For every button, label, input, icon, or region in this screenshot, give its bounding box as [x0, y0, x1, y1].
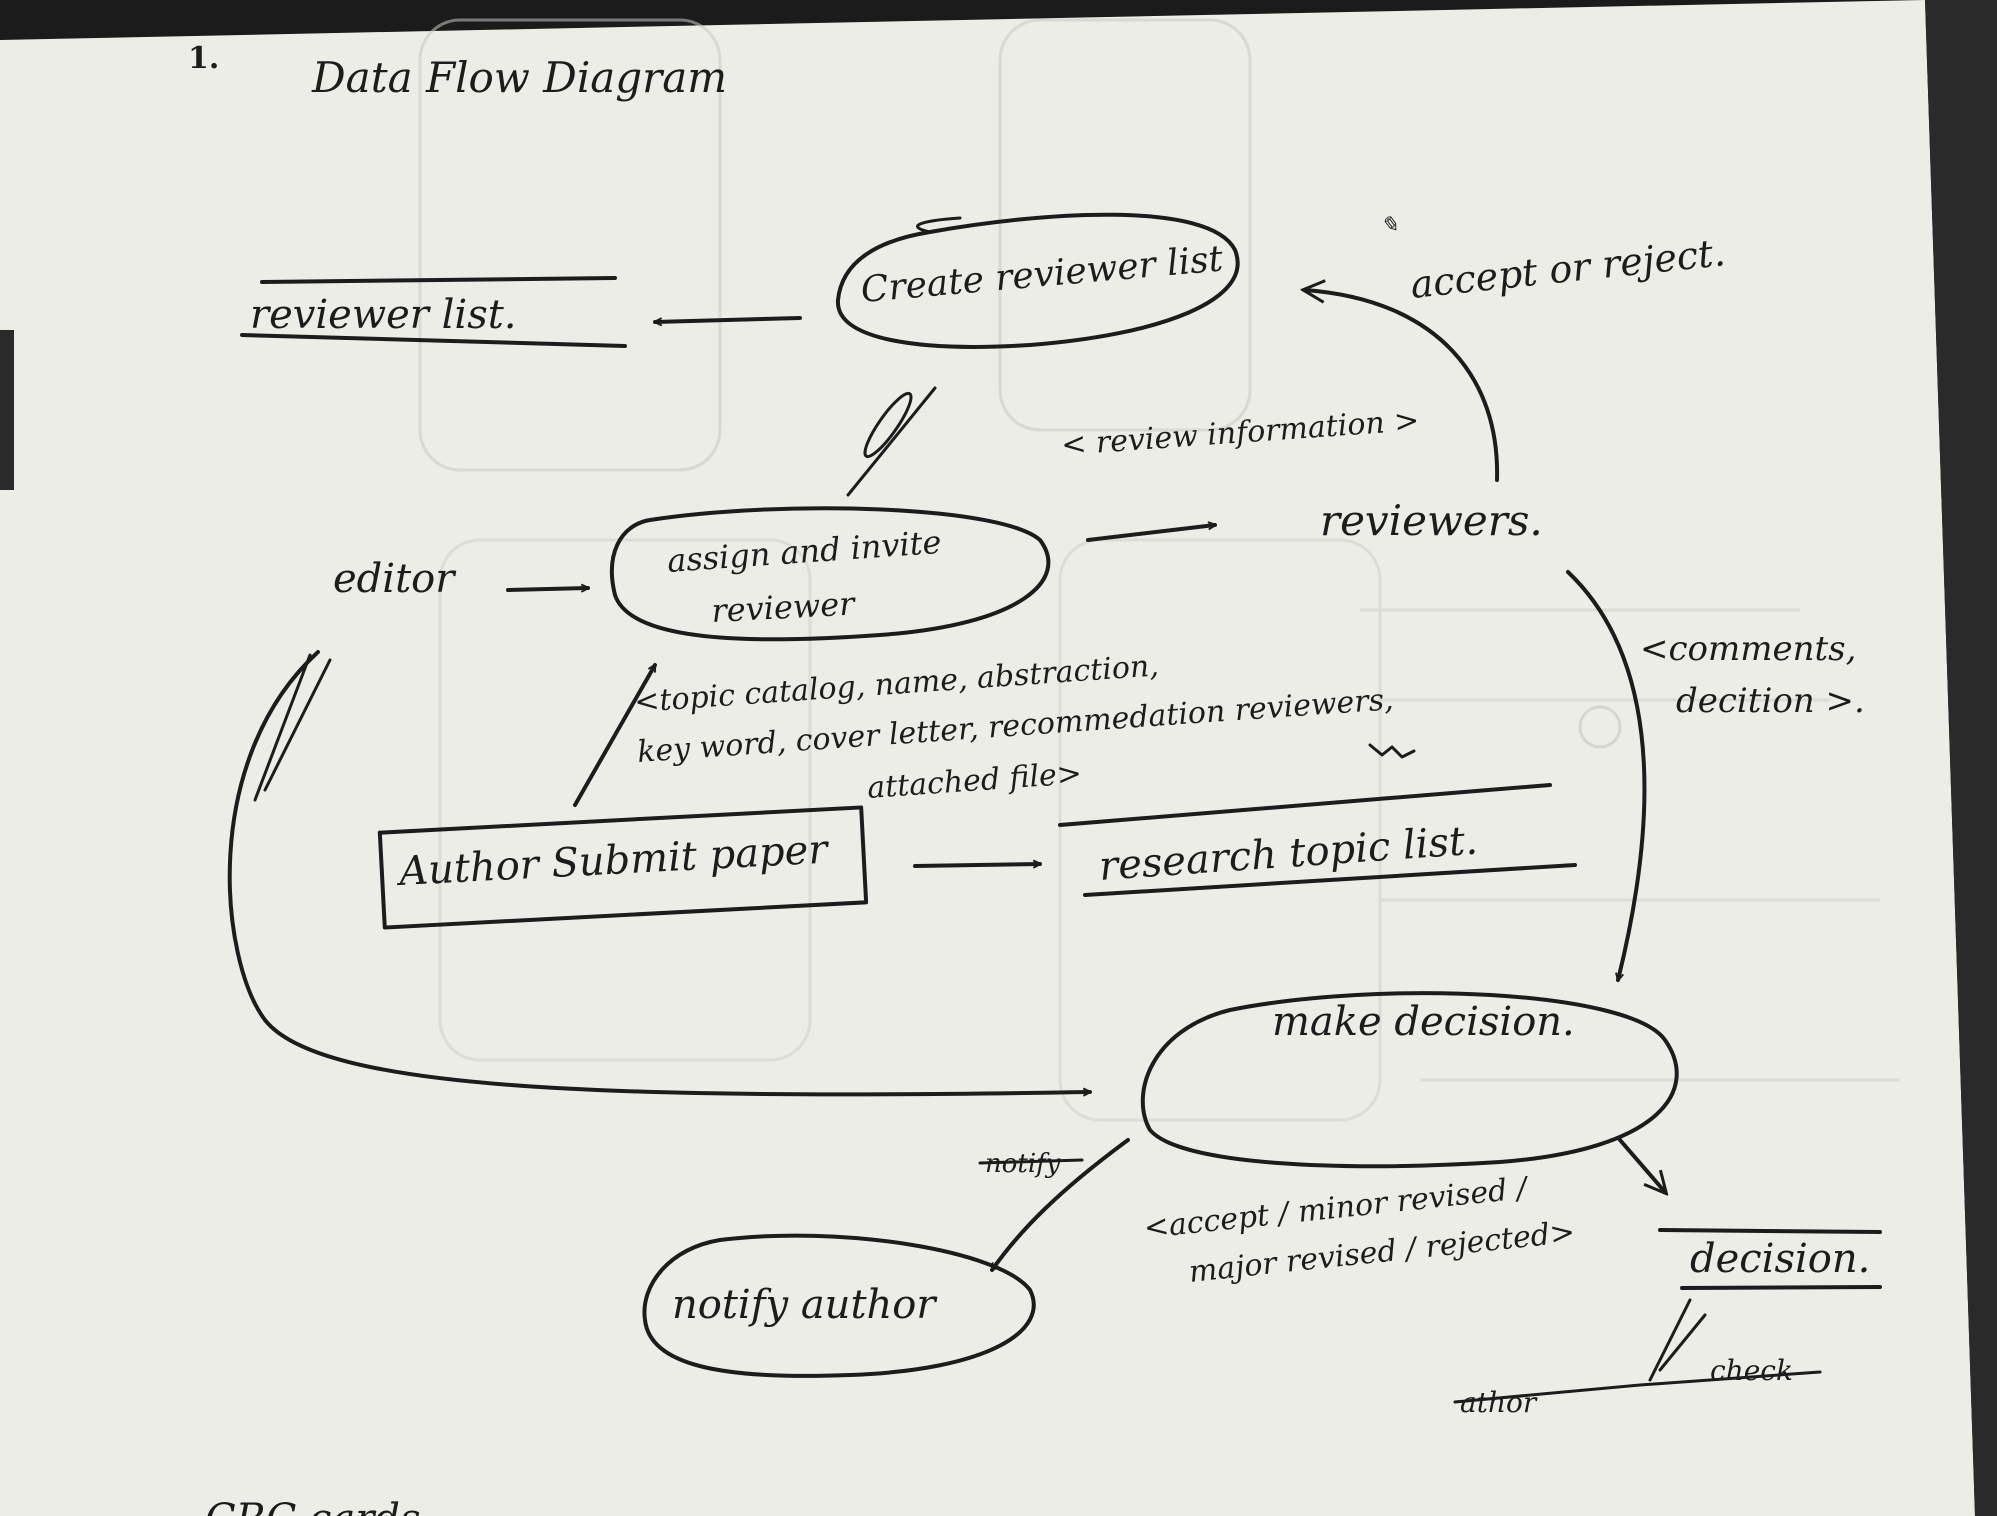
- paper-shadow: [1925, 0, 1997, 1516]
- arrow-author-to-topics: [913, 864, 1042, 866]
- notify-author-bubble: [642, 1233, 1036, 1378]
- link-assign-to-create: [846, 386, 937, 497]
- comments-label-2: decition >.: [1676, 681, 1865, 721]
- strike-author-check: [1453, 1298, 1822, 1404]
- arrow-decision-to-notify: [990, 1138, 1130, 1270]
- notify-author-label: notify author: [672, 1282, 938, 1328]
- topic-store-bottom: [1083, 863, 1577, 897]
- decision-store-label: decision.: [1690, 1236, 1870, 1282]
- page-number: 1.: [188, 41, 219, 76]
- author-crossed-label: athor: [1460, 1386, 1538, 1419]
- topic-store-top: [1058, 783, 1552, 827]
- arrow-to-reviewer-list: [653, 316, 802, 322]
- arrow-editor-to-assign: [506, 588, 590, 590]
- arrow-editor-to-decision: [227, 650, 1092, 1094]
- arrow-to-decision-store: [1618, 1138, 1665, 1192]
- scribbled-data-marker: [863, 391, 913, 459]
- make-decision-label: make decision.: [1272, 999, 1575, 1045]
- author-submit-box: [377, 805, 869, 930]
- arrow-assign-to-reviewers: [1086, 525, 1215, 542]
- strike-notify: [978, 1158, 1084, 1165]
- bubble-overstroke: [916, 216, 962, 234]
- reviewer-list-store-top: [260, 276, 617, 284]
- assign-invite-label-2: reviewer: [710, 584, 857, 630]
- arrow-comments-to-decision: [1566, 570, 1647, 980]
- comments-label-1: <comments,: [1640, 629, 1856, 669]
- arrow-author-to-assign: [573, 665, 657, 807]
- arrow-accept-or-reject: [1305, 290, 1500, 482]
- scribble-cross: [1368, 743, 1416, 759]
- reviewer-list-store-label: reviewer list.: [250, 292, 517, 338]
- cropped-bottom-text: CRC cards: [205, 1496, 421, 1516]
- reviewers-entity-label: reviewers.: [1320, 496, 1543, 545]
- reviewer-list-store-bottom: [240, 333, 627, 348]
- paper-edge-shadow: [0, 330, 14, 490]
- assign-invite-bubble: [609, 506, 1051, 642]
- notify-crossed-label: notify: [985, 1149, 1061, 1179]
- decision-store-bottom: [1680, 1285, 1882, 1290]
- decision-store-top: [1658, 1228, 1882, 1234]
- check-crossed-label: check: [1710, 1354, 1793, 1387]
- overstroke-lines: [253, 653, 332, 802]
- diagram-title: Data Flow Diagram: [311, 53, 727, 102]
- scribble-mark-icon: ✎: [1380, 213, 1398, 238]
- bleed-through: [418, 18, 1900, 1122]
- make-decision-bubble: [1140, 991, 1679, 1169]
- create-reviewer-list-bubble: [835, 212, 1240, 349]
- editor-entity-label: editor: [333, 556, 457, 602]
